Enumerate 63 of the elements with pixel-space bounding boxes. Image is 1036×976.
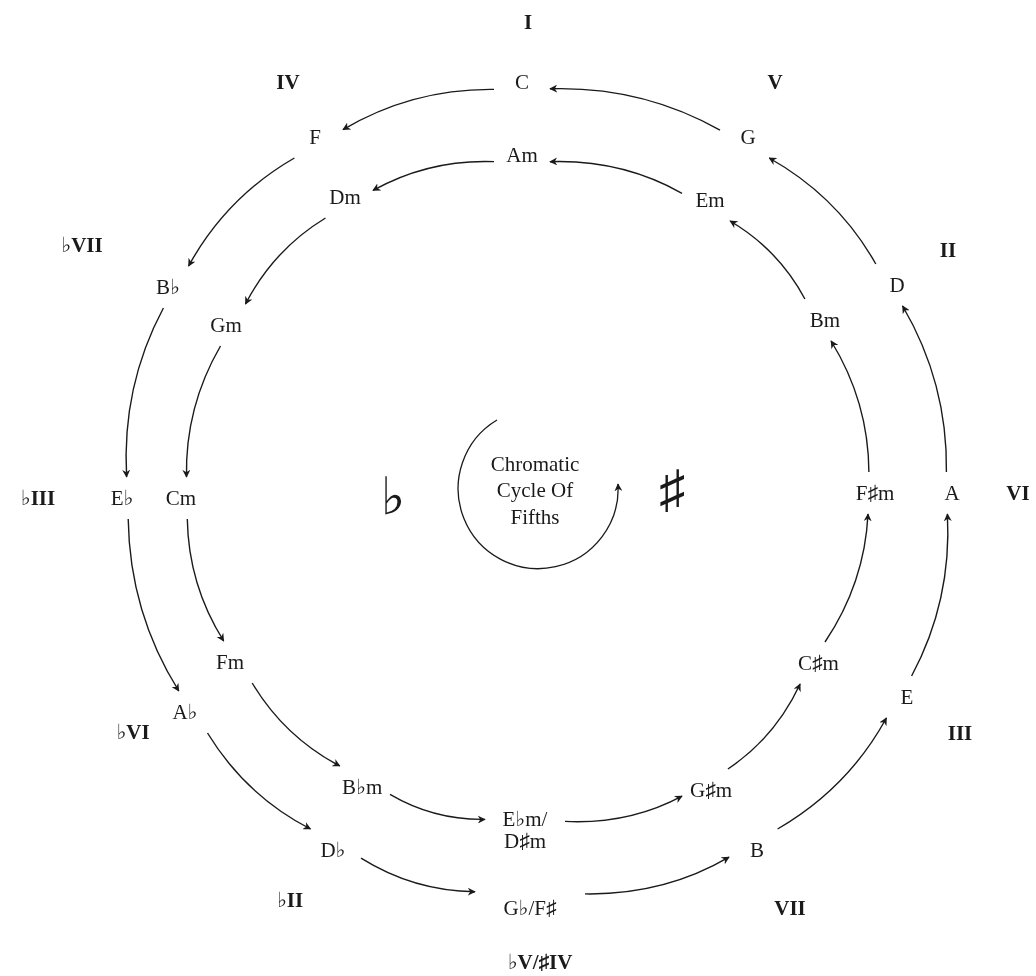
- chord-label: D♭: [305, 829, 361, 871]
- chord-label: B♭m: [334, 766, 390, 808]
- chord-label: A♭: [157, 691, 213, 733]
- arrow: [182, 345, 222, 478]
- arrow: [549, 84, 721, 131]
- chord-label: Em: [682, 179, 738, 221]
- chord-label: E: [879, 676, 935, 718]
- chord-label: C♯m: [790, 642, 846, 684]
- arrow: [776, 717, 888, 830]
- roman-numeral: VI: [1006, 480, 1030, 506]
- arrow: [830, 340, 870, 473]
- chord-label: B♭: [140, 266, 196, 308]
- chord-label: G: [720, 116, 776, 158]
- roman-numeral: ♭VI: [116, 719, 150, 745]
- arrow: [360, 857, 476, 896]
- chord-label: G♯m: [682, 769, 738, 811]
- roman-numeral: II: [939, 237, 957, 263]
- accidental-symbol: ♭: [380, 471, 406, 523]
- roman-numeral: ♭V/♯IV: [507, 949, 573, 975]
- roman-numeral: I: [523, 9, 533, 35]
- chord-label: E♭m/ D♯m: [485, 797, 565, 863]
- arrow: [824, 513, 872, 643]
- arrow: [729, 220, 806, 300]
- arrow: [206, 732, 312, 830]
- roman-numeral: III: [947, 720, 973, 746]
- chord-label: G♭/F♯: [475, 887, 585, 929]
- arrow: [768, 157, 877, 265]
- arrow: [564, 795, 683, 823]
- roman-numeral: V: [767, 69, 783, 95]
- arrow: [251, 682, 341, 767]
- chord-label: D: [869, 264, 925, 306]
- chord-label: Gm: [198, 304, 254, 346]
- arrow: [584, 856, 730, 895]
- arrow: [910, 513, 952, 677]
- arrow: [549, 157, 683, 194]
- arrow: [901, 305, 948, 473]
- arrow: [389, 793, 486, 824]
- chord-label: E♭: [94, 477, 150, 519]
- arrow: [727, 683, 801, 770]
- chord-label: F♯m: [847, 472, 903, 514]
- center-title: Chromatic Cycle Of Fifths: [489, 450, 581, 530]
- chord-label: Dm: [317, 176, 373, 218]
- arrow: [372, 160, 495, 192]
- arrow: [186, 518, 225, 642]
- chord-label: A: [924, 472, 980, 514]
- chord-label: Fm: [202, 641, 258, 683]
- arrow: [122, 307, 165, 478]
- chord-label: Cm: [153, 477, 209, 519]
- chord-label: Bm: [797, 299, 853, 341]
- roman-numeral: VII: [774, 895, 806, 921]
- accidental-symbol: ♯: [659, 464, 685, 516]
- chord-label: B: [729, 829, 785, 871]
- roman-numeral: ♭III: [20, 485, 56, 511]
- chord-label: Am: [494, 134, 550, 176]
- arrow: [187, 157, 296, 267]
- roman-numeral: ♭II: [276, 887, 304, 913]
- roman-numeral: IV: [276, 69, 300, 95]
- arrow: [244, 217, 327, 305]
- arrow: [342, 88, 495, 131]
- chord-label: C: [494, 61, 550, 103]
- chord-label: F: [287, 116, 343, 158]
- roman-numeral: ♭VII: [61, 232, 103, 258]
- arrow: [127, 518, 180, 692]
